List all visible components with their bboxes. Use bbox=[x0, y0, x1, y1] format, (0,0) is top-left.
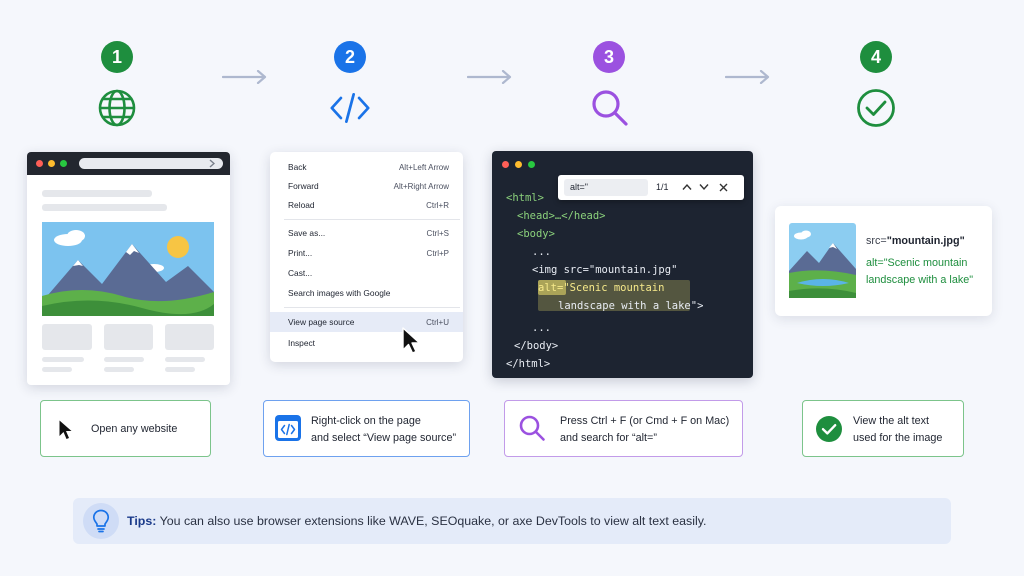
menu-item-search-images[interactable]: Search images with Google bbox=[288, 288, 391, 298]
step-4-badge: 4 bbox=[860, 41, 892, 73]
lightbulb-icon bbox=[92, 509, 110, 533]
text-placeholder bbox=[42, 357, 84, 362]
landscape-thumbnail bbox=[789, 223, 856, 298]
step-2-badge: 2 bbox=[334, 41, 366, 73]
find-count: 1/1 bbox=[656, 182, 669, 192]
code-line: <html> bbox=[506, 192, 544, 204]
tip-bar: Tips: You can also use browser extension… bbox=[73, 498, 951, 544]
menu-item-save-as[interactable]: Save as...Ctrl+S bbox=[288, 228, 449, 238]
code-line: </html> bbox=[506, 358, 551, 370]
maximize-dot[interactable] bbox=[60, 160, 67, 167]
step-3-badge: 3 bbox=[593, 41, 625, 73]
code-line: <img src="mountain.jpg" bbox=[532, 264, 678, 276]
card-placeholder bbox=[165, 324, 214, 350]
maximize-dot[interactable] bbox=[528, 161, 535, 168]
menu-item-inspect[interactable]: Inspect bbox=[288, 338, 316, 348]
page-source-window: alt=" 1/1 <html> <head>…</head> <body> .… bbox=[492, 151, 753, 378]
flow-arrow-icon bbox=[222, 70, 267, 84]
text-placeholder bbox=[104, 357, 144, 362]
code-window-icon bbox=[275, 415, 301, 441]
menu-separator bbox=[284, 307, 460, 308]
menu-item-print[interactable]: Print...Ctrl+P bbox=[288, 248, 449, 258]
code-icon bbox=[330, 93, 370, 123]
minimize-dot[interactable] bbox=[515, 161, 522, 168]
check-circle-icon bbox=[816, 416, 842, 442]
minimize-dot[interactable] bbox=[48, 160, 55, 167]
step-2-caption: Right-click on the page and select “View… bbox=[263, 400, 470, 457]
flow-arrow-icon bbox=[467, 70, 512, 84]
globe-icon bbox=[98, 89, 136, 127]
browser-window bbox=[27, 152, 230, 385]
text-placeholder bbox=[42, 367, 72, 372]
chevron-right-icon[interactable] bbox=[209, 159, 215, 168]
landscape-image bbox=[42, 222, 214, 316]
tip-text: Tips: You can also use browser extension… bbox=[127, 514, 707, 528]
code-line: <body> bbox=[517, 228, 555, 240]
check-circle-icon bbox=[857, 89, 895, 127]
step-1-caption: Open any website bbox=[40, 400, 211, 457]
chevron-down-icon[interactable] bbox=[699, 183, 709, 191]
code-line: landscape with a lake"> bbox=[558, 300, 704, 312]
cursor-icon bbox=[59, 420, 72, 439]
search-icon bbox=[519, 415, 545, 441]
text-placeholder bbox=[42, 190, 152, 197]
step-1-badge: 1 bbox=[101, 41, 133, 73]
text-placeholder bbox=[42, 204, 167, 211]
menu-separator bbox=[284, 219, 460, 220]
step-4-caption: View the alt text used for the image bbox=[802, 400, 964, 457]
mouse-pointer-icon bbox=[402, 327, 421, 354]
card-placeholder bbox=[104, 324, 153, 350]
text-placeholder bbox=[104, 367, 134, 372]
card-placeholder bbox=[42, 324, 92, 350]
alt-text-result-card: src="mountain.jpg" alt="Scenic mountain … bbox=[775, 206, 992, 316]
code-line: </body> bbox=[514, 340, 559, 352]
code-line: alt="Scenic mountain bbox=[538, 282, 665, 294]
close-dot[interactable] bbox=[502, 161, 509, 168]
close-icon[interactable] bbox=[719, 183, 728, 192]
menu-item-cast[interactable]: Cast... bbox=[288, 268, 313, 278]
search-match-highlight bbox=[538, 280, 566, 295]
src-attribute: src="mountain.jpg" bbox=[866, 235, 965, 247]
alt-attribute-line: alt="Scenic mountain bbox=[866, 257, 968, 269]
text-placeholder bbox=[165, 367, 195, 372]
find-bar: alt=" 1/1 bbox=[558, 175, 744, 200]
browser-title-bar bbox=[27, 152, 230, 175]
tip-icon-circle bbox=[83, 503, 119, 539]
address-bar[interactable] bbox=[79, 158, 223, 169]
code-line: <head>…</head> bbox=[517, 210, 606, 222]
code-line: ... bbox=[532, 246, 551, 258]
search-icon bbox=[592, 90, 628, 126]
code-line: ... bbox=[532, 322, 551, 334]
alt-attribute-line: landscape with a lake" bbox=[866, 274, 974, 286]
text-placeholder bbox=[165, 357, 205, 362]
chevron-up-icon[interactable] bbox=[682, 183, 692, 191]
close-dot[interactable] bbox=[36, 160, 43, 167]
find-input[interactable]: alt=" bbox=[564, 179, 648, 196]
step-3-caption: Press Ctrl + F (or Cmd + F on Mac) and s… bbox=[504, 400, 743, 457]
flow-arrow-icon bbox=[725, 70, 770, 84]
